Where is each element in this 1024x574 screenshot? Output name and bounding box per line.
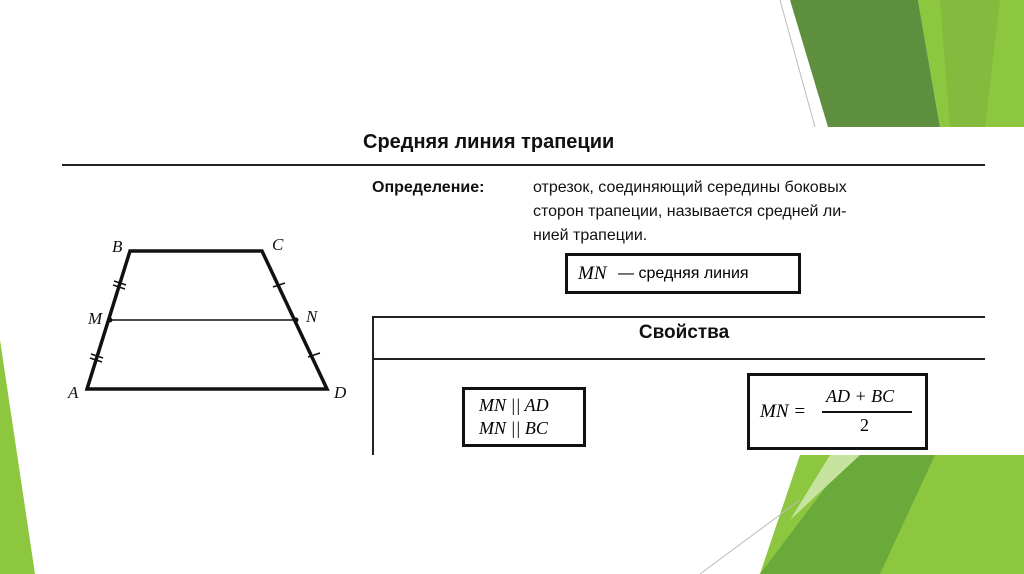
label-m: M xyxy=(88,309,103,328)
formula-numerator: AD + BC xyxy=(826,386,895,406)
midline-text: — средняя линия xyxy=(618,265,749,282)
green-shape-left xyxy=(0,340,35,574)
definition-line-3: нией трапеции. xyxy=(533,227,648,244)
properties-header: Свойства xyxy=(638,322,730,343)
green-shape-dark xyxy=(790,0,940,127)
green-shape-bottom-pale xyxy=(790,455,860,520)
formula-denominator: 2 xyxy=(860,415,869,435)
definition-line-1: отрезок, соединяющий середины боковых xyxy=(533,179,847,196)
properties-table: Свойства xyxy=(372,316,985,455)
mn-label: MN xyxy=(578,263,607,284)
label-d: D xyxy=(334,383,347,402)
green-shape-bottom-mid xyxy=(760,455,935,574)
page-title: Средняя линия трапеции xyxy=(363,131,615,153)
formula-box: MN = AD + BC 2 xyxy=(747,373,928,450)
textbook-scan: Средняя линия трапеции Определение: отре… xyxy=(60,127,985,455)
parallel-box: MN || AD MN || BC xyxy=(462,387,586,447)
title-divider xyxy=(62,164,985,166)
label-n: N xyxy=(306,307,318,326)
definition-line-2: сторон трапеции, называется средней ли- xyxy=(533,203,847,220)
formula-lhs: MN = xyxy=(760,401,807,422)
midline-box: MN — средняя линия xyxy=(565,253,801,294)
label-b: B xyxy=(112,237,123,256)
green-shape-mid xyxy=(940,0,1000,127)
parallel-bc: MN || BC xyxy=(479,418,548,438)
label-a: A xyxy=(68,383,79,402)
definition-label: Определение: xyxy=(372,179,485,196)
parallel-ad: MN || AD xyxy=(479,395,549,415)
label-c: C xyxy=(272,235,284,254)
trapezoid-diagram xyxy=(84,249,330,391)
fraction-bar xyxy=(822,411,912,413)
